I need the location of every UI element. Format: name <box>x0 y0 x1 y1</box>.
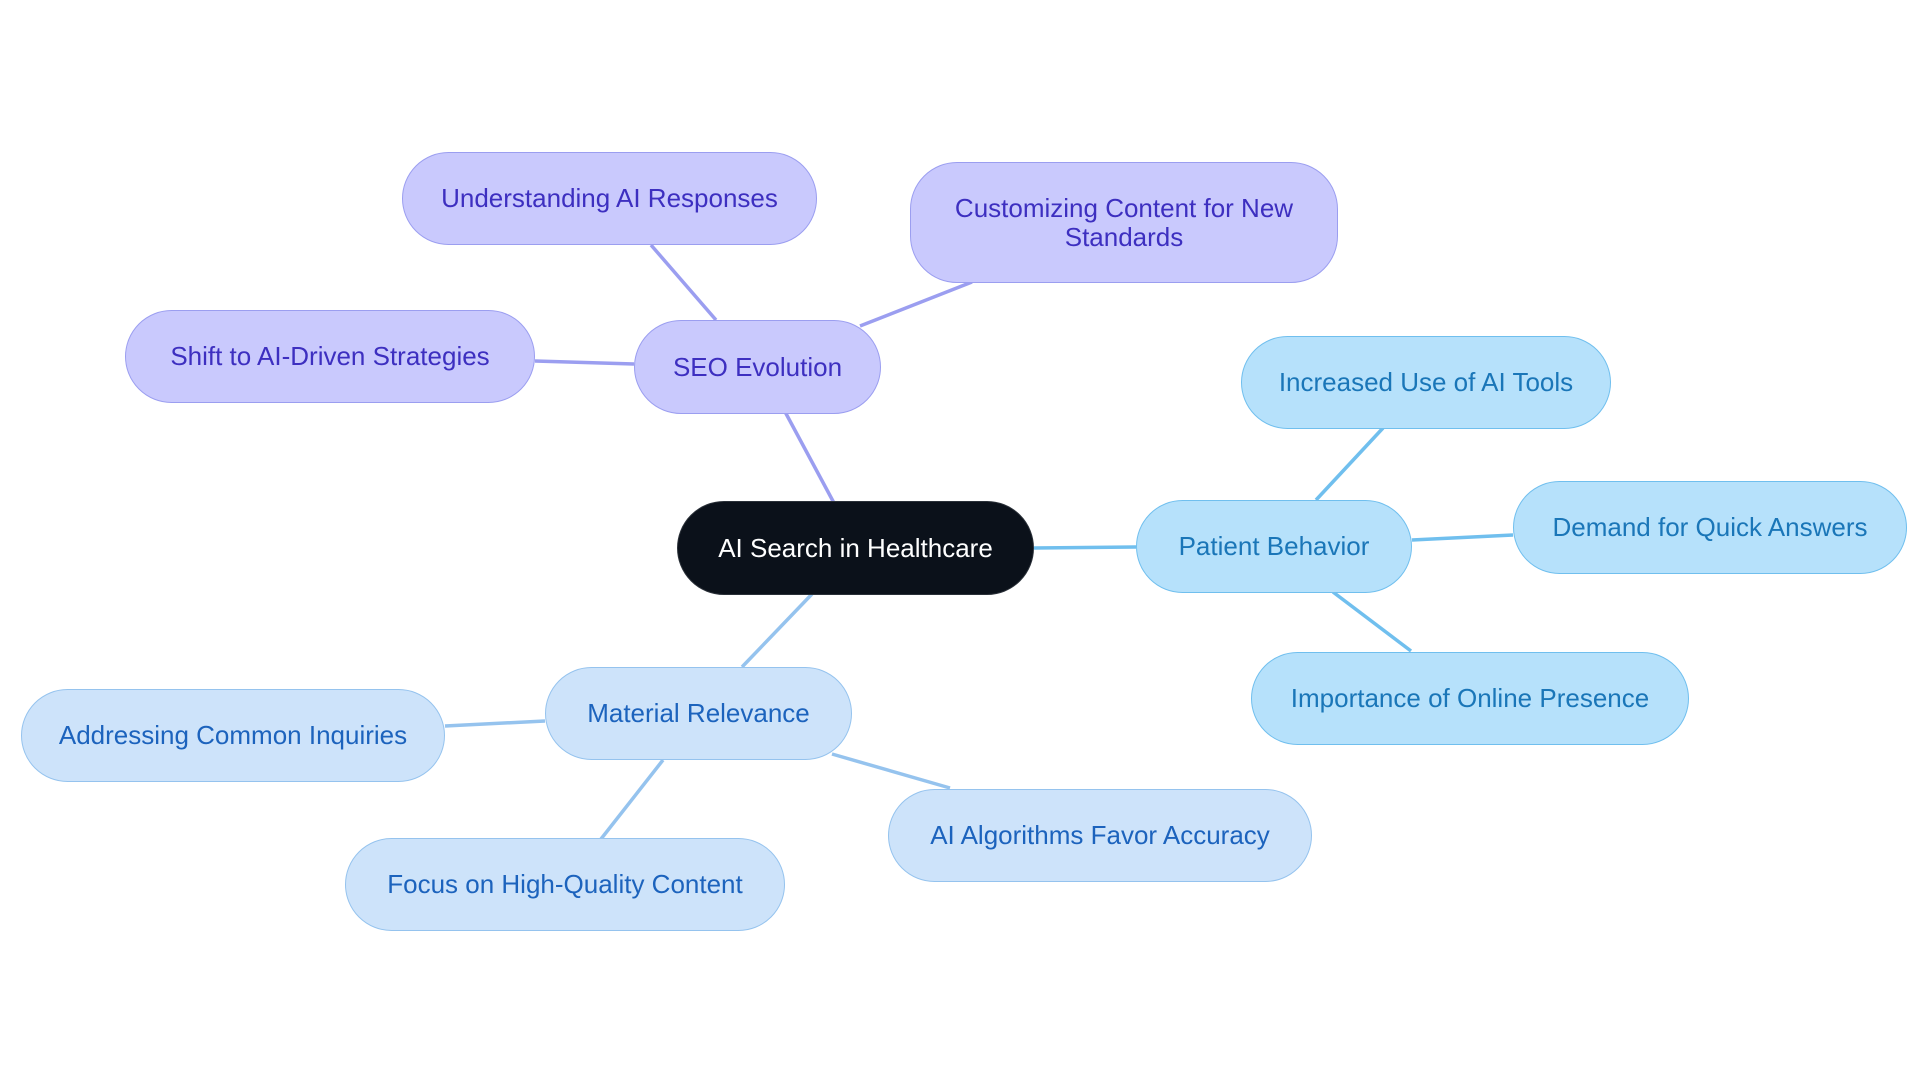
leaf-node-shift-to-ai-driven: Shift to AI-Driven Strategies <box>125 310 535 403</box>
link-seo-shift <box>534 359 635 366</box>
link-material-addressing <box>444 719 546 728</box>
leaf-node-customizing-content: Customizing Content for New Standards <box>910 162 1338 283</box>
leaf-node-focus-on-high-quality-content: Focus on High-Quality Content <box>345 838 785 931</box>
link-seo-understanding <box>649 243 718 322</box>
branch-node-patient-behavior: Patient Behavior <box>1136 500 1412 593</box>
link-root-patient <box>1033 545 1137 550</box>
leaf-node-understanding-ai-responses: Understanding AI Responses <box>402 152 817 245</box>
leaf-node-ai-algorithms-favor-accuracy: AI Algorithms Favor Accuracy <box>888 789 1312 882</box>
leaf-node-increased-use-of-ai-tools: Increased Use of AI Tools <box>1241 336 1611 429</box>
link-material-algorithms <box>831 752 951 790</box>
branch-node-seo-evolution: SEO Evolution <box>634 320 881 414</box>
link-root-seo <box>781 407 836 504</box>
link-patient-increased <box>1314 426 1385 502</box>
branch-node-material-relevance: Material Relevance <box>545 667 852 760</box>
leaf-node-addressing-common-inquiries: Addressing Common Inquiries <box>21 689 445 782</box>
link-patient-importance <box>1331 590 1413 653</box>
link-root-material <box>740 592 814 669</box>
leaf-node-demand-for-quick-answers: Demand for Quick Answers <box>1513 481 1907 574</box>
link-patient-demand <box>1411 533 1514 542</box>
link-seo-customizing <box>859 280 973 328</box>
leaf-node-importance-of-online-presence: Importance of Online Presence <box>1251 652 1689 745</box>
link-material-focus <box>599 758 665 841</box>
root-node: AI Search in Healthcare <box>677 501 1034 595</box>
